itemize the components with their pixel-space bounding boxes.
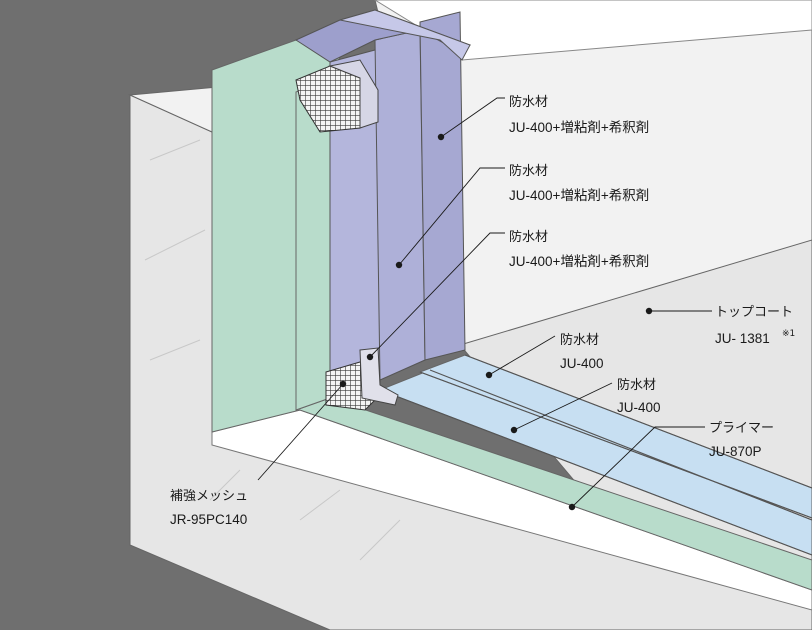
mesh-top-bracket: [328, 59, 379, 129]
floor-layer-1-leader: [488, 335, 556, 376]
topcoat-code: JU- 1381: [715, 331, 770, 346]
floor-layer-edges: [379, 354, 812, 556]
topcoat-title: トップコート: [715, 305, 793, 320]
wall-layer-2-code: JU-400+増粘剤+希釈剤: [509, 188, 649, 203]
wall-layer-3-code: JU-400+増粘剤+希釈剤: [509, 254, 649, 269]
floor-layer-2-leader: [513, 382, 613, 431]
floor-layer-1-code: JU-400: [560, 356, 604, 371]
floor-layer-2-title: 防水材: [617, 377, 656, 393]
floor-layer-1-title: 防水材: [560, 332, 599, 348]
primer-code: JU-870P: [709, 444, 762, 459]
wall-layer-2-leader: [398, 167, 505, 266]
wall-layer-1-title: 防水材: [509, 94, 548, 110]
mesh-leader: [257, 383, 344, 481]
slab-texture: [144, 139, 401, 561]
wall-waterproof-2: [374, 29, 426, 381]
primer-leader: [571, 426, 705, 508]
wall-layer-1-leader: [440, 97, 505, 138]
floor-layer-2-code: JU-400: [617, 400, 661, 415]
wall-layer-top-2: [339, 9, 471, 61]
wall-layer-3-title: 防水材: [509, 229, 548, 245]
wall-layer-2-title: 防水材: [509, 163, 548, 179]
wall-layer-3-leader: [369, 232, 505, 358]
mesh-bottom-bracket: [359, 347, 399, 406]
wall-waterproof-1: [419, 11, 466, 361]
topcoat-note: ※1: [782, 329, 795, 339]
primer-title: プライマー: [709, 421, 774, 436]
wall-layer-1-code: JU-400+増粘剤+希釈剤: [509, 120, 649, 135]
mesh-title: 補強メッシュ: [170, 489, 248, 504]
mesh-code: JR-95PC140: [170, 512, 247, 527]
